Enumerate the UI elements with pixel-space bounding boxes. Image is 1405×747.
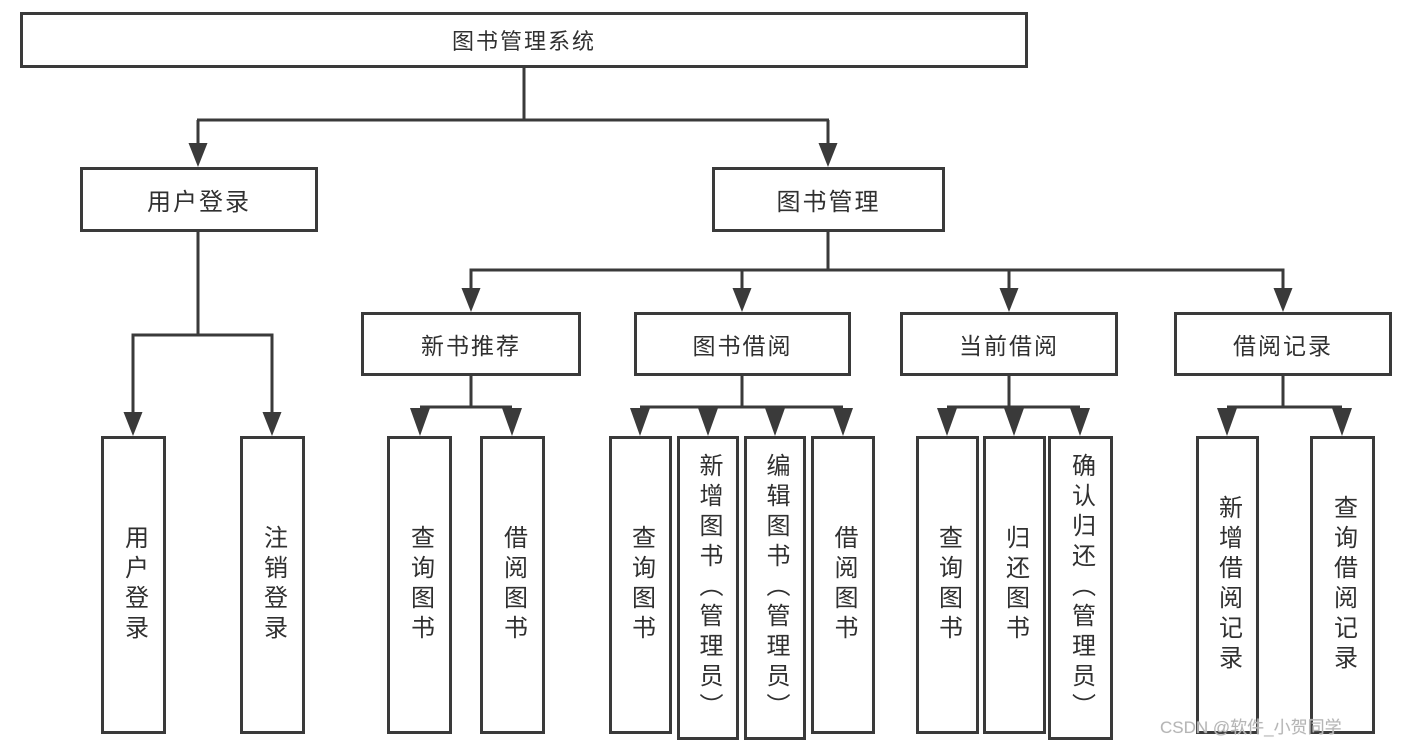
node-user-login: 用户登录	[80, 167, 318, 232]
leaf-add-books-admin: 新增图书（管理员）	[677, 436, 739, 740]
node-new-book-recommend-label: 新书推荐	[421, 333, 521, 359]
leaf-query-borrow-record: 查询借阅记录	[1310, 436, 1375, 734]
node-book-borrow: 图书借阅	[634, 312, 851, 376]
leaf-query-books-current: 查询图书	[916, 436, 979, 734]
node-root: 图书管理系统	[20, 12, 1028, 68]
leaf-add-books-admin-label: 新增图书（管理员）	[695, 453, 722, 723]
leaf-borrow-books-recommend-label: 借阅图书	[499, 525, 527, 645]
node-borrow-records-label: 借阅记录	[1233, 333, 1333, 359]
leaf-edit-books-admin: 编辑图书（管理员）	[744, 436, 806, 740]
leaf-user-login: 用户登录	[101, 436, 166, 734]
node-current-borrow-label: 当前借阅	[959, 333, 1059, 359]
leaf-query-books-recommend-label: 查询图书	[406, 525, 434, 645]
leaf-borrow-books-recommend: 借阅图书	[480, 436, 545, 734]
leaf-borrow-books: 借阅图书	[811, 436, 875, 734]
csdn-watermark: CSDN @软件_小贺同学	[1160, 718, 1342, 737]
leaf-logout: 注销登录	[240, 436, 305, 734]
leaf-borrow-books-label: 借阅图书	[830, 525, 857, 645]
leaf-query-books-recommend: 查询图书	[387, 436, 452, 734]
node-current-borrow: 当前借阅	[900, 312, 1118, 376]
leaf-query-borrow-record-label: 查询借阅记录	[1329, 495, 1357, 675]
leaf-confirm-return-admin: 确认归还（管理员）	[1048, 436, 1113, 740]
leaf-logout-label: 注销登录	[259, 525, 287, 645]
leaf-query-books-borrow: 查询图书	[609, 436, 672, 734]
node-book-management: 图书管理	[712, 167, 945, 232]
leaf-user-login-label: 用户登录	[120, 525, 148, 645]
leaf-query-books-current-label: 查询图书	[934, 525, 962, 645]
arrowheads	[123, 143, 1352, 436]
node-book-borrow-label: 图书借阅	[692, 333, 793, 359]
leaf-edit-books-admin-label: 编辑图书（管理员）	[762, 453, 789, 723]
node-book-management-label: 图书管理	[776, 189, 881, 216]
leaf-return-books-label: 归还图书	[1001, 525, 1029, 645]
leaf-add-borrow-record-label: 新增借阅记录	[1214, 495, 1242, 675]
leaf-query-books-borrow-label: 查询图书	[627, 525, 655, 645]
leaf-add-borrow-record: 新增借阅记录	[1196, 436, 1259, 734]
node-user-login-label: 用户登录	[147, 189, 251, 216]
leaf-confirm-return-admin-label: 确认归还（管理员）	[1067, 453, 1095, 723]
node-root-label: 图书管理系统	[451, 29, 596, 54]
leaf-return-books: 归还图书	[983, 436, 1046, 734]
node-borrow-records: 借阅记录	[1174, 312, 1392, 376]
node-new-book-recommend: 新书推荐	[361, 312, 581, 376]
